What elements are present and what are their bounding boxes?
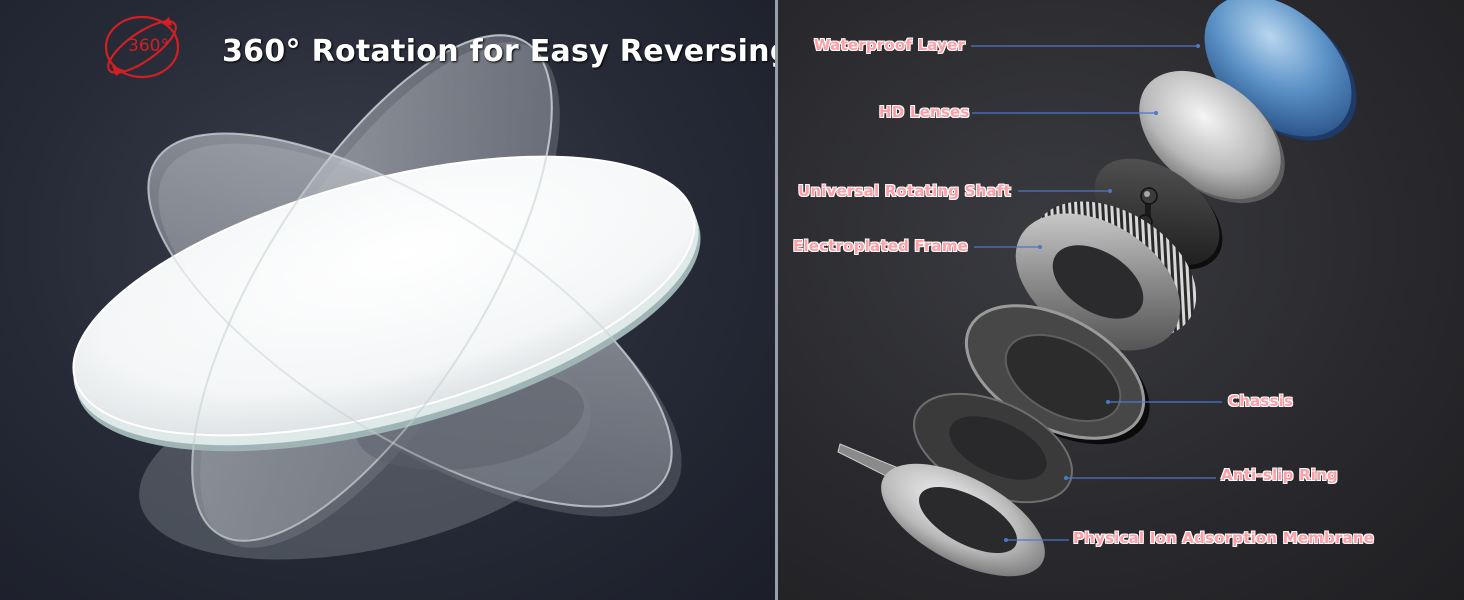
panel-divider bbox=[775, 0, 778, 600]
rotation-360-label: 360° bbox=[128, 36, 169, 56]
main-lens bbox=[72, 155, 701, 452]
page-title: 360° Rotation for Easy Reversing bbox=[222, 34, 775, 69]
callout-chassis: Chassis bbox=[1228, 392, 1294, 410]
callout-electroplated-frame: Electroplated Frame bbox=[793, 237, 969, 255]
hd-lens bbox=[1139, 70, 1285, 204]
callout-physical-ion-adsorption-membrane: Physical Ion Adsorption Membrane bbox=[1073, 529, 1375, 547]
callout-hd-lenses: HD Lenses bbox=[879, 103, 970, 121]
exploded-view-panel: Waterproof Layer HD Lenses Universal Rot… bbox=[778, 0, 1464, 600]
callout-universal-rotating-shaft: Universal Rotating Shaft bbox=[798, 182, 1011, 200]
leader-dots bbox=[1004, 44, 1200, 542]
rotation-360-icon bbox=[104, 15, 180, 79]
callout-anti-slip-ring: Anti-slip Ring bbox=[1221, 466, 1338, 484]
exploded-components-illustration bbox=[837, 0, 1357, 577]
callout-waterproof-layer: Waterproof Layer bbox=[814, 36, 966, 54]
rotating-lenses-illustration bbox=[72, 34, 701, 560]
ghost-lens-overlay bbox=[147, 34, 673, 542]
adsorption-membrane bbox=[837, 443, 1045, 577]
leader-lines bbox=[971, 45, 1222, 541]
rotation-panel: 360° 360° Rotation for Easy Reversing bbox=[0, 0, 775, 600]
